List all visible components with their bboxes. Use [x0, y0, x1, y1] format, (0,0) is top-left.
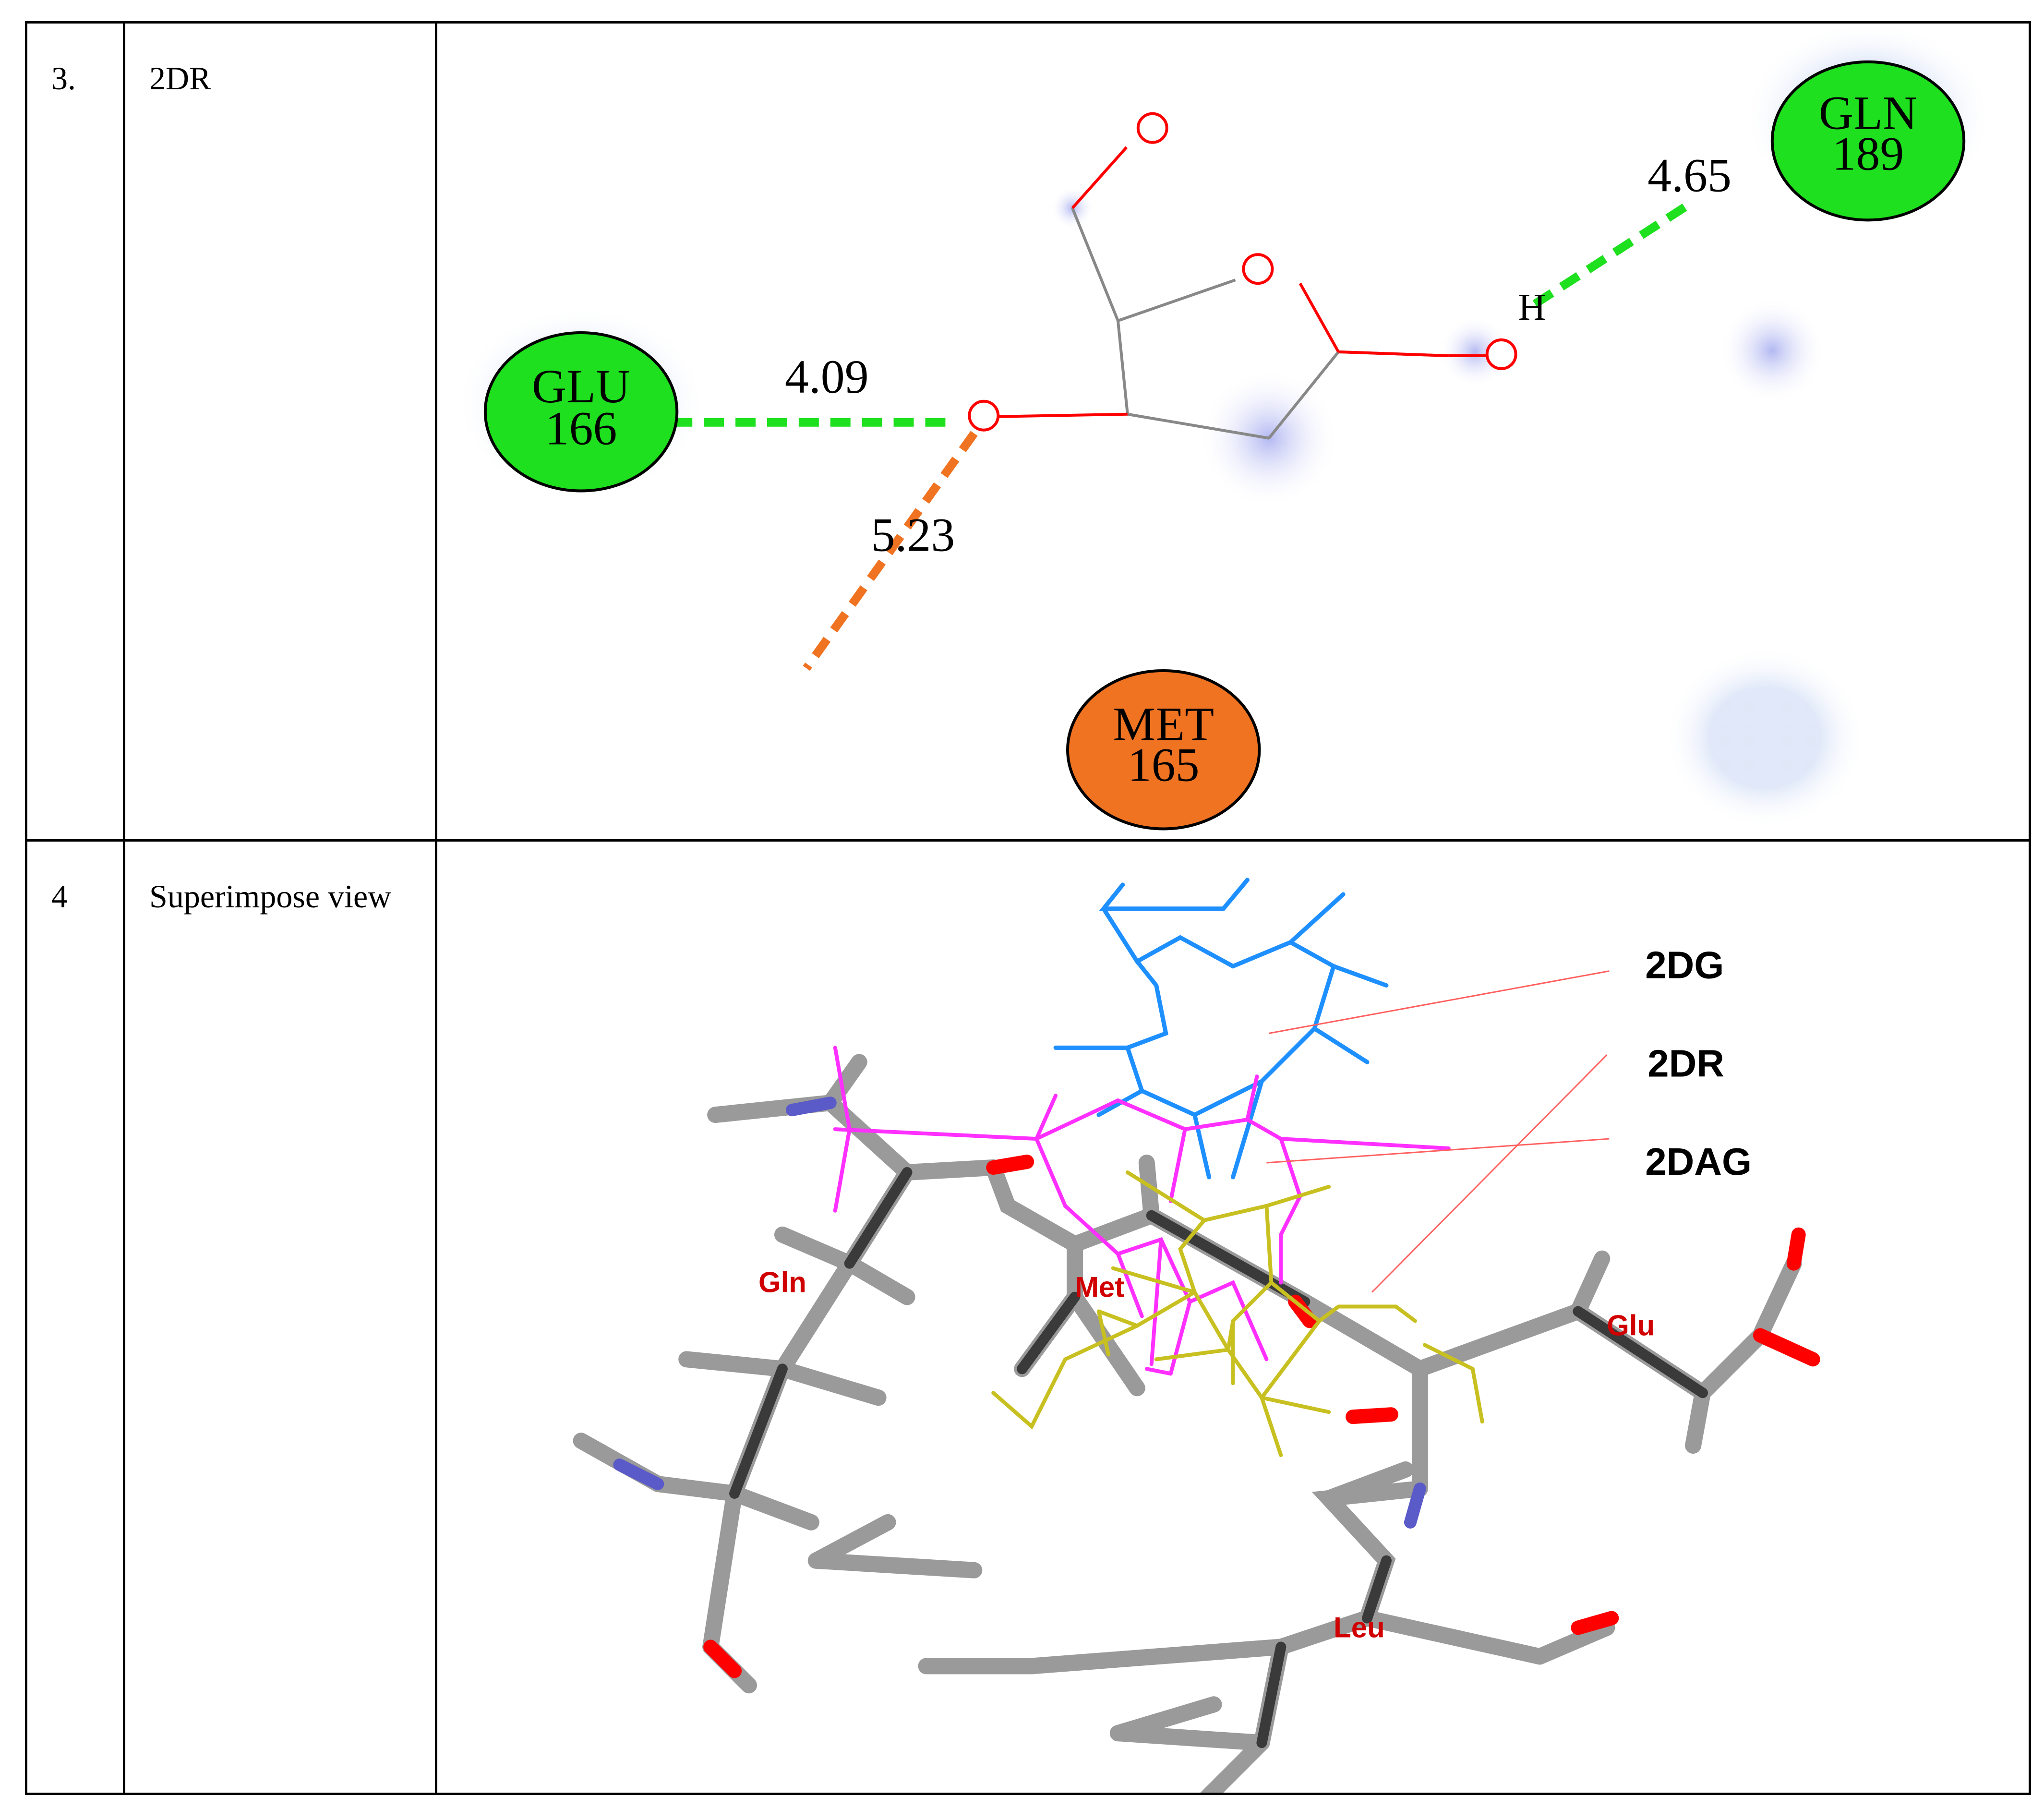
row-name-cell: 2DR	[123, 21, 437, 842]
residue-glu: GLU 166	[483, 331, 679, 493]
oxygen-sticks	[703, 1155, 1820, 1678]
oxygen-atom	[968, 399, 1000, 432]
hbond-line	[1532, 199, 1693, 308]
ligand-label-2dr: 2DR	[1647, 1042, 1724, 1085]
hydrogen-label: H	[1518, 286, 1546, 328]
table-row: 3. 2DR	[25, 21, 2031, 842]
residue-gln: GLN 189	[1770, 60, 1966, 222]
residue-label-met: Met	[1075, 1271, 1124, 1303]
residue-number: 189	[1832, 127, 1904, 181]
row-name-cell: Superimpose view	[123, 839, 437, 1796]
superimpose-view: Gln Met Glu Leu 2DG 2DR 2DAG	[573, 878, 1820, 1793]
row-index-cell: 4	[25, 839, 125, 1796]
carbon-blob	[1439, 316, 1511, 388]
distance-label: 4.09	[785, 350, 869, 403]
ligand-2dag	[991, 1170, 1484, 1458]
hydroxyl-blob	[1719, 298, 1825, 403]
ligand-2dr	[833, 1046, 1451, 1376]
residue-number: 166	[545, 402, 617, 455]
oxygen-atom	[1136, 112, 1168, 144]
residue-name: GLU	[532, 360, 630, 413]
view-name: Superimpose view	[149, 878, 392, 915]
ligand-2dg	[1053, 878, 1389, 1180]
ligand-label-2dg: 2DG	[1645, 944, 1724, 987]
leader-lines	[1266, 970, 1610, 1293]
oxygen-atom	[1485, 338, 1517, 370]
compound-name: 2DR	[149, 60, 211, 96]
residue-halo	[1664, 647, 1866, 829]
table-row: 4 Superimpose view	[25, 839, 2031, 1796]
residue-met: MET 165	[1066, 669, 1261, 831]
row-index: 4	[51, 878, 68, 915]
row-index: 3.	[51, 60, 76, 96]
distance-label: 5.23	[871, 508, 955, 561]
hydrophobic-line	[803, 431, 978, 671]
row-index-cell: 3.	[25, 21, 125, 842]
interaction-diagram: H 4.09 5.23 4.65 GLU 166 GLN 189	[456, 24, 1993, 831]
interaction-diagram-cell: H 4.09 5.23 4.65 GLU 166 GLN 189	[435, 21, 2031, 842]
ligand-label-2dag: 2DAG	[1645, 1140, 1752, 1183]
distance-label: 4.65	[1647, 148, 1731, 202]
oxygen-bonds	[997, 146, 1492, 418]
oxygen-atom	[1242, 253, 1274, 285]
superimpose-cell: Gln Met Glu Leu 2DG 2DR 2DAG	[435, 839, 2031, 1796]
residue-name: GLN	[1819, 86, 1917, 140]
nitrogen-sticks	[613, 1097, 1426, 1529]
residue-label-gln: Gln	[758, 1266, 806, 1299]
results-table: 3. 2DR	[25, 21, 2031, 1796]
residue-number: 165	[1128, 738, 1200, 792]
residue-label-leu: Leu	[1334, 1612, 1384, 1644]
residue-label-glu: Glu	[1607, 1310, 1655, 1342]
residue-name: MET	[1113, 698, 1214, 751]
